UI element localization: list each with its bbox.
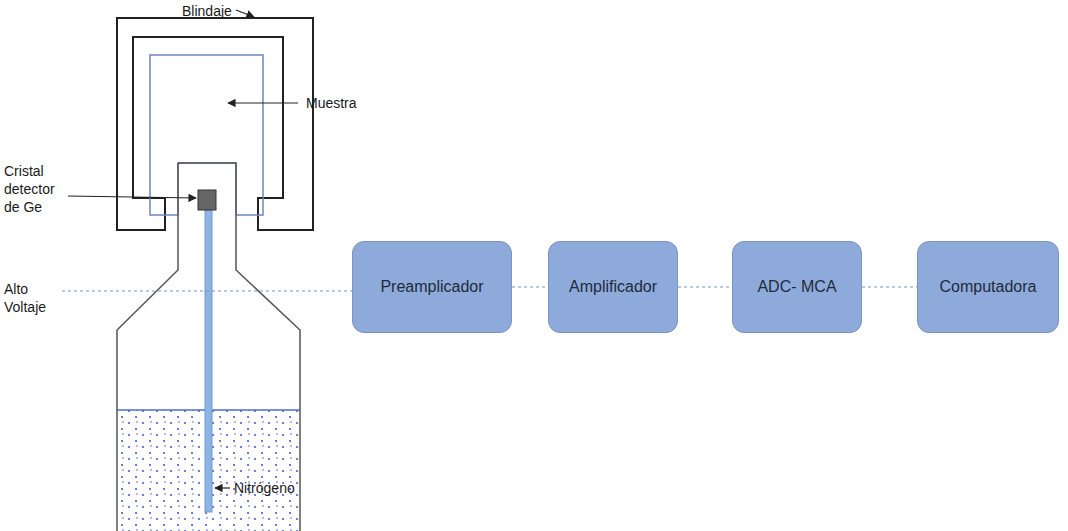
sample-outline xyxy=(150,55,263,215)
ge-crystal xyxy=(198,190,216,210)
box-label: Computadora xyxy=(940,278,1037,296)
part-label: Alto Voltaje xyxy=(4,280,60,316)
part-label: Blindaje xyxy=(182,2,252,20)
shield-outline xyxy=(117,18,313,230)
process-box: Preamplicador xyxy=(352,241,512,333)
hv-wire xyxy=(62,291,352,292)
process-box: Computadora xyxy=(917,241,1059,333)
box-label: Preamplicador xyxy=(380,278,483,296)
part-label: Muestra xyxy=(306,94,386,112)
process-box: ADC- MCA xyxy=(732,241,862,333)
leader-line xyxy=(215,487,230,488)
box-label: Amplificador xyxy=(569,278,657,296)
process-box: Amplificador xyxy=(548,241,678,333)
signal-connector xyxy=(512,287,548,288)
cold-finger xyxy=(205,210,212,512)
part-label: Nitrógeno xyxy=(234,479,324,497)
signal-connector xyxy=(678,287,732,288)
leader-line xyxy=(68,196,196,198)
leader-line xyxy=(228,102,298,103)
signal-connector xyxy=(862,287,917,288)
leader-line xyxy=(236,10,254,17)
box-label: ADC- MCA xyxy=(757,278,836,296)
part-label: Cristal detector de Ge xyxy=(4,162,66,217)
dewar-outline xyxy=(117,163,300,531)
